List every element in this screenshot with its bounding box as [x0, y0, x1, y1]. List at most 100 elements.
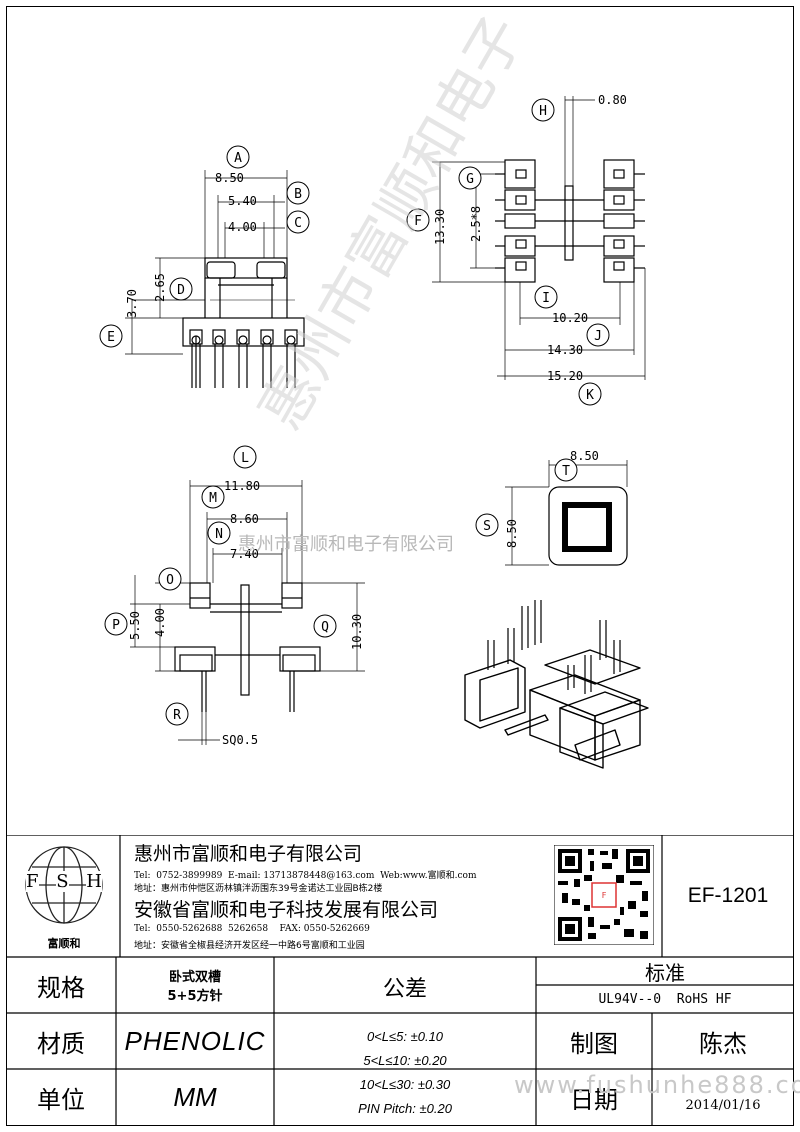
svg-text:E: E: [107, 330, 115, 345]
title-block-grid: [6, 835, 794, 1126]
unit-label: 单位: [37, 1086, 85, 1114]
svg-text:O: O: [166, 573, 174, 588]
marker-I: I: [534, 285, 558, 309]
svg-text:A: A: [234, 151, 242, 166]
svg-text:P: P: [112, 618, 120, 633]
isometric-view: [464, 600, 649, 769]
logo-letter-f: F: [26, 871, 39, 892]
standard-label: 标准: [645, 960, 685, 985]
top-view-dims: [432, 96, 646, 380]
dim-N-value: 7.40: [230, 547, 259, 561]
drawn-value: 陈杰: [699, 1029, 747, 1058]
marker-B: B: [286, 181, 310, 205]
front-view: [174, 582, 321, 712]
company1-name: 惠州市富顺和电子有限公司: [134, 843, 363, 865]
logo-letters: F S H: [26, 871, 102, 892]
svg-text:T: T: [562, 464, 570, 479]
qr-logo-text: F: [602, 891, 607, 900]
marker-S: S: [475, 513, 499, 537]
qr-code: F: [554, 845, 654, 945]
drawn-label: 制图: [570, 1029, 618, 1058]
dim-R-value: SQ0.5: [222, 733, 258, 747]
dim-B-value: 5.40: [228, 194, 257, 208]
dim-L-value: 11.80: [224, 479, 260, 493]
dim-F-value: 13.30: [433, 209, 447, 245]
dim-T-value: 8.50: [570, 449, 599, 463]
side-view-dims: [125, 170, 288, 355]
svg-text:R: R: [173, 708, 181, 723]
company2-address: 地址：安徽省全椒县经济开发区经一中路6号富顺和工业园: [134, 941, 365, 951]
logo-caption: 富顺和: [47, 937, 81, 950]
marker-H: H: [531, 98, 555, 122]
technical-drawing: 8.50 5.40 4.00 2.65 3.70 0.80 13.30 2.5*…: [99, 93, 649, 769]
dim-Q-value: 10.30: [350, 614, 364, 650]
svg-text:C: C: [294, 216, 302, 231]
svg-text:D: D: [177, 283, 185, 298]
dimension-labels: 8.50 5.40 4.00 2.65 3.70 0.80 13.30 2.5*…: [125, 93, 627, 747]
marker-N: N: [207, 521, 231, 545]
circle-markers: A B C D E F G H I J K L M N O P Q R S T: [99, 98, 610, 726]
bottom-view-dims: [505, 460, 628, 566]
marker-Q: Q: [313, 614, 337, 638]
bottom-view: [548, 486, 628, 566]
marker-P: P: [104, 612, 128, 636]
logo-letter-h: H: [86, 871, 102, 892]
spec-label: 规格: [37, 973, 85, 1002]
dim-O-value: 4.00: [153, 608, 167, 637]
dim-G-value: 2.5*8: [469, 206, 483, 242]
svg-text:B: B: [294, 187, 302, 202]
dim-P-value: 5.50: [128, 611, 142, 640]
dim-H-value: 0.80: [598, 93, 627, 107]
unit-value: MM: [173, 1082, 217, 1112]
logo-letter-s: S: [56, 871, 69, 892]
tolerance-row: 5<L≤10: ±0.20: [363, 1053, 447, 1068]
top-view: [495, 159, 645, 283]
marker-D: D: [169, 277, 193, 301]
part-number: EF-1201: [687, 884, 769, 907]
spec-value-line2: 5+5方针: [167, 989, 223, 1004]
svg-text:N: N: [215, 527, 223, 542]
tolerance-row: PIN Pitch: ±0.20: [358, 1101, 452, 1116]
tolerance-label: 公差: [382, 977, 427, 1002]
svg-text:S: S: [483, 519, 491, 534]
tolerance-row: 10<L≤30: ±0.30: [359, 1077, 451, 1092]
dim-C-value: 4.00: [228, 220, 257, 234]
drawing-frame: [6, 6, 794, 1126]
standard-value: UL94V--0 RoHS HF: [598, 991, 732, 1007]
marker-J: J: [586, 323, 610, 347]
company2-name: 安徽省富顺和电子科技发展有限公司: [134, 899, 439, 921]
marker-K: K: [578, 382, 602, 406]
dim-S-value: 8.50: [505, 519, 519, 548]
marker-C: C: [286, 210, 310, 234]
marker-R: R: [165, 702, 189, 726]
svg-text:G: G: [466, 172, 474, 187]
marker-O: O: [158, 567, 182, 591]
dim-M-value: 8.60: [230, 512, 259, 526]
front-view-dims: [130, 480, 365, 745]
marker-A: A: [226, 145, 250, 169]
svg-text:F: F: [414, 214, 422, 229]
dim-D-value: 2.65: [153, 273, 167, 302]
material-value: PHENOLIC: [124, 1025, 266, 1056]
svg-text:H: H: [539, 104, 547, 119]
company1-contact: Tel: 0752-3899989 E-mail: 13713878448@16…: [134, 871, 477, 881]
date-label: 日期: [570, 1086, 618, 1114]
side-view: [182, 257, 305, 388]
svg-text:Q: Q: [321, 620, 329, 635]
svg-text:I: I: [542, 291, 550, 306]
spec-value-line1: 卧式双槽: [168, 970, 221, 985]
marker-G: G: [458, 166, 482, 190]
dim-E-value: 3.70: [125, 289, 139, 318]
svg-text:L: L: [241, 451, 249, 466]
material-label: 材质: [37, 1029, 85, 1058]
marker-L: L: [233, 445, 257, 469]
svg-text:M: M: [209, 491, 217, 506]
svg-text:J: J: [594, 329, 602, 344]
marker-M: M: [201, 485, 225, 509]
marker-F: F: [406, 208, 430, 232]
tolerance-list: 0<L≤5: ±0.10 5<L≤10: ±0.20 10<L≤30: ±0.3…: [274, 1025, 536, 1121]
svg-text:K: K: [586, 388, 594, 403]
marker-T: T: [554, 458, 578, 482]
spec-value: 卧式双槽 5+5方针: [116, 957, 274, 1013]
date-value: 2014/01/16: [685, 1097, 761, 1113]
